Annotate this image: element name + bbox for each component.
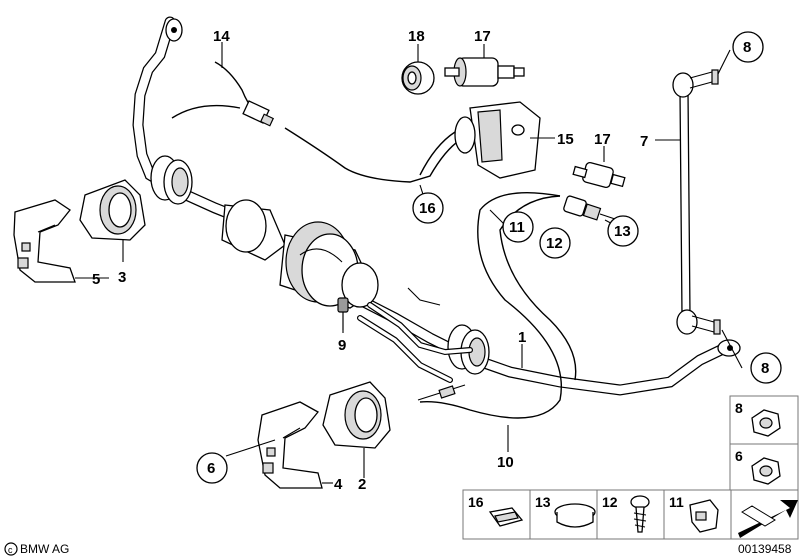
legend-label-8: 8 xyxy=(735,400,743,416)
label-18: 18 xyxy=(408,28,425,45)
brand-text: BMW AG xyxy=(20,542,69,556)
circle-6 xyxy=(196,452,228,484)
label-11: 11 xyxy=(509,219,525,236)
bar-bush-right xyxy=(447,324,490,375)
legend-nut-6: 6 xyxy=(729,443,799,491)
legend-label-6: 6 xyxy=(735,448,743,464)
label-2: 2 xyxy=(358,476,366,493)
rubber-bush-3 xyxy=(79,179,146,241)
filter-17-top xyxy=(444,57,525,87)
copyright-icon xyxy=(4,542,18,556)
grommet-18 xyxy=(401,61,435,95)
hydraulic-lines xyxy=(357,287,473,383)
bracket-4 xyxy=(257,401,323,489)
label-6: 6 xyxy=(207,460,215,477)
label-12: 12 xyxy=(546,235,563,252)
legend-nut-8: 8 xyxy=(729,395,799,445)
rubber-bush-2 xyxy=(322,381,391,449)
circle-16 xyxy=(412,192,444,224)
leader-lines xyxy=(75,42,743,484)
bracket-5 xyxy=(13,199,76,283)
circle-8-bottom xyxy=(750,352,782,384)
label-4: 4 xyxy=(334,476,343,493)
label-5: 5 xyxy=(92,271,100,288)
cable-tie xyxy=(417,384,466,401)
label-13: 13 xyxy=(614,223,631,240)
label-8-top: 8 xyxy=(743,39,751,56)
label-9: 9 xyxy=(338,337,346,354)
grommet-plate-15 xyxy=(454,101,541,179)
circle-11 xyxy=(502,211,534,243)
sensor-plug-13 xyxy=(563,195,619,221)
label-8-bottom: 8 xyxy=(761,360,769,377)
callout-labels: 14 18 17 15 17 7 8 8 16 11 12 13 3 5 9 1… xyxy=(92,28,782,493)
label-17-right: 17 xyxy=(594,131,611,148)
legend-strip-11: 11 xyxy=(669,494,684,510)
circle-13 xyxy=(607,215,639,247)
sensor-connector-14 xyxy=(242,100,275,127)
footer: c BMW AG 00139458 xyxy=(4,542,792,556)
label-15: 15 xyxy=(557,131,574,148)
cables xyxy=(171,61,577,419)
legend-strip-16: 16 xyxy=(468,494,484,510)
legend-strip-13: 13 xyxy=(535,494,551,510)
label-1: 1 xyxy=(518,329,526,346)
label-7: 7 xyxy=(640,133,648,150)
svg-text:c: c xyxy=(8,545,13,555)
bar-bush-left xyxy=(150,155,193,205)
circle-12 xyxy=(539,227,571,259)
legend-strip: 16 13 12 11 xyxy=(462,489,799,540)
label-16: 16 xyxy=(419,200,436,217)
stabilizer-actuator xyxy=(221,199,379,330)
stabilizer-bar xyxy=(132,16,741,396)
legend-strip-12: 12 xyxy=(602,494,618,510)
label-14: 14 xyxy=(213,28,230,45)
circle-8-top xyxy=(732,31,764,63)
doc-number: 00139458 xyxy=(738,542,792,556)
label-3: 3 xyxy=(118,269,126,286)
link-rod-7 xyxy=(672,69,721,335)
label-10: 10 xyxy=(497,454,514,471)
label-17-top: 17 xyxy=(474,28,491,45)
filter-17-right xyxy=(572,161,626,189)
